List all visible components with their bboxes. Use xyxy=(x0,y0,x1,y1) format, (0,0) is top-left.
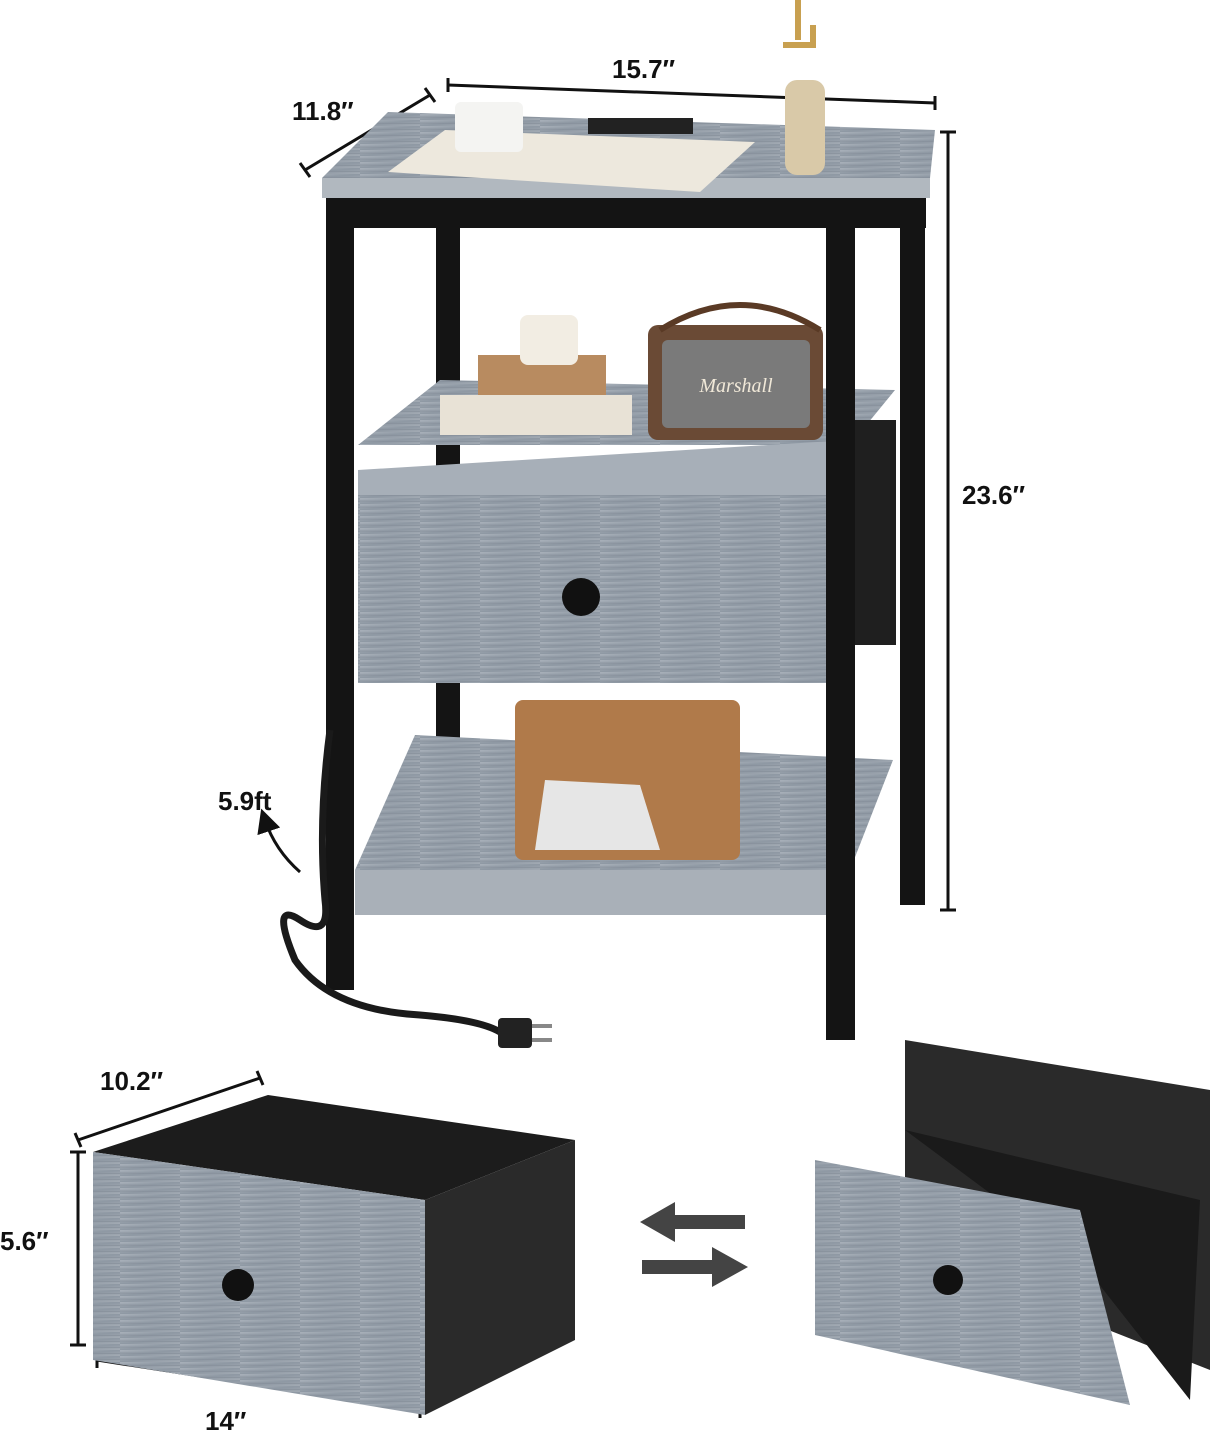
drawer-height-label: 5.6″ xyxy=(0,1226,49,1256)
power-cord xyxy=(280,729,502,1036)
back-right-leg xyxy=(900,160,925,905)
bottom-shelf xyxy=(355,700,893,915)
balloon-figure-icon xyxy=(783,0,816,48)
front-right-leg xyxy=(826,198,855,1040)
drawer-side-fabric xyxy=(848,420,896,645)
drawer-knob-icon[interactable] xyxy=(562,578,600,616)
drawer-knob-icon xyxy=(933,1265,963,1295)
drawer-knob-icon xyxy=(222,1269,254,1301)
radio-brand: Marshall xyxy=(698,375,773,397)
power-strip-icon xyxy=(588,118,693,134)
depth-label: 11.8″ xyxy=(292,96,354,126)
drawer-depth-label: 10.2″ xyxy=(100,1066,164,1096)
drawer-folded-view xyxy=(815,1040,1210,1405)
table-top xyxy=(322,0,935,228)
dimension-lines xyxy=(70,78,956,1418)
swap-arrows-icon xyxy=(640,1202,748,1287)
width-label: 15.7″ xyxy=(612,54,676,84)
middle-shelf: Marshall xyxy=(358,302,896,645)
coffee-cup-icon xyxy=(455,102,523,152)
cord-length-label: 5.9ft xyxy=(218,786,272,816)
drawer[interactable] xyxy=(358,440,850,683)
drawer-width-label: 14″ xyxy=(205,1406,247,1436)
cord-arrow xyxy=(257,808,301,874)
front-left-leg xyxy=(326,198,354,990)
drawer-open-view xyxy=(93,1095,575,1415)
plug-icon xyxy=(498,1018,552,1048)
height-label: 23.6″ xyxy=(962,480,1026,510)
